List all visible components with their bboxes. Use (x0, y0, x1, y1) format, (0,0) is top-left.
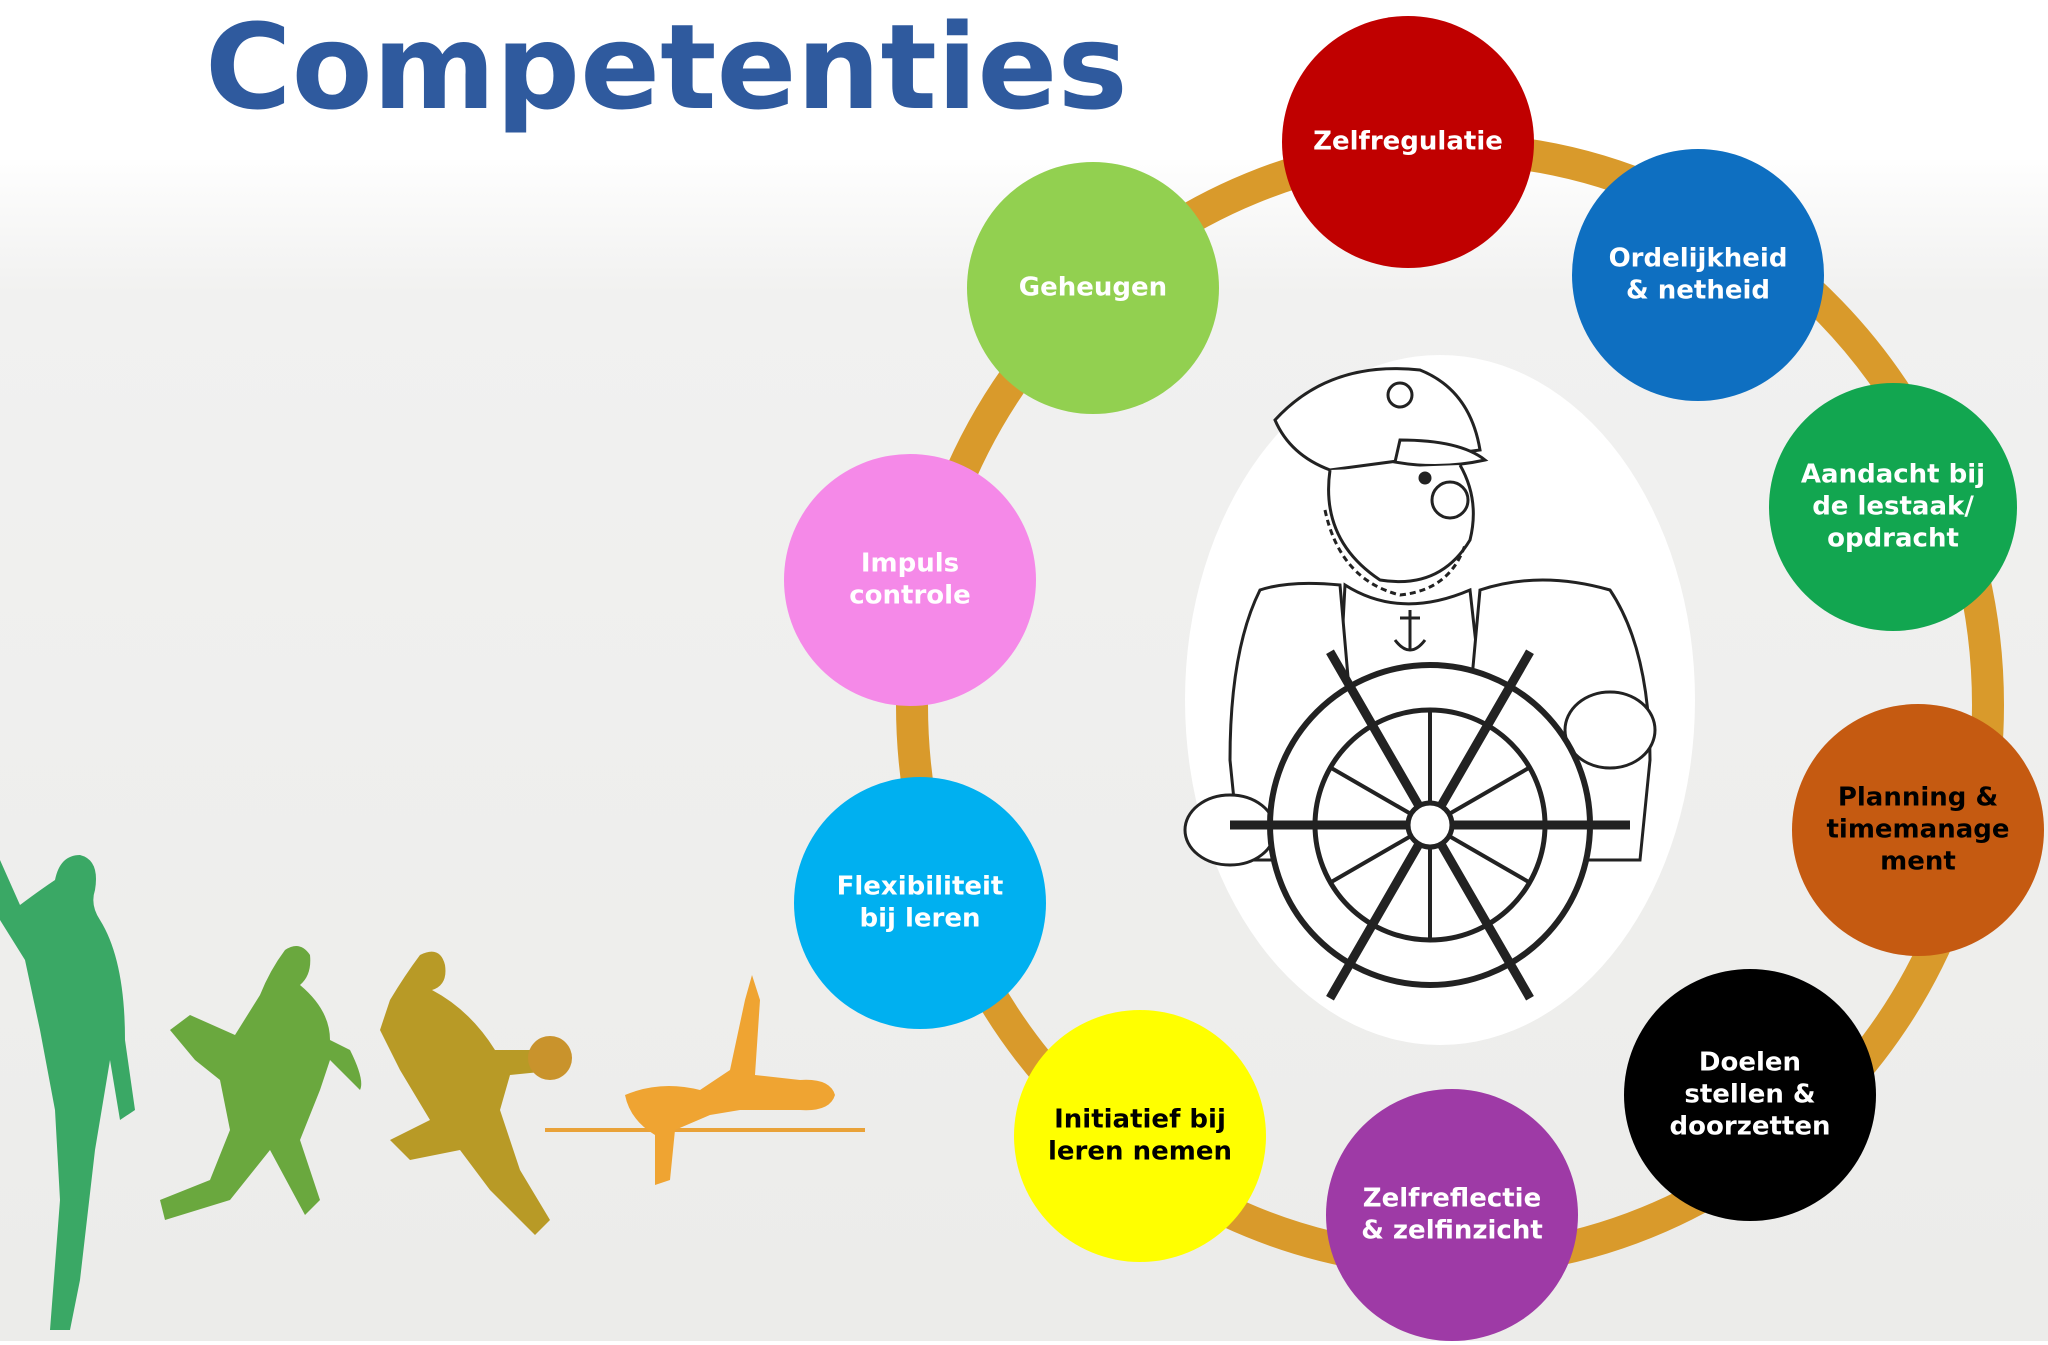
basketball (528, 1036, 572, 1080)
captain-illustration (1183, 355, 1695, 1045)
competency-label: Initiatief bij (1054, 1105, 1226, 1135)
wheel-spoke (1329, 765, 1412, 816)
captain-left-hand (1183, 793, 1277, 867)
competency-node-zelfreflectie: Zelfreflectie& zelfinzicht (1326, 1089, 1578, 1341)
wheel-spoke (1437, 841, 1534, 1001)
competency-circle (1769, 383, 2017, 631)
competency-label: Doelen (1699, 1048, 1801, 1078)
competency-label: Impuls (861, 549, 959, 579)
athlete-standing (0, 855, 135, 1330)
captain-right-hand (1563, 690, 1657, 770)
competency-label: Zelfregulatie (1313, 127, 1503, 157)
competency-circle (1282, 16, 1534, 268)
competency-label: Ordelijkheid (1609, 244, 1788, 274)
competency-circle (1014, 1010, 1266, 1262)
wheel-spoke (1448, 834, 1531, 885)
competency-label: & zelfinzicht (1361, 1216, 1543, 1246)
competency-label: doorzetten (1670, 1112, 1831, 1142)
cap-badge (1386, 381, 1414, 409)
athlete-running (160, 946, 362, 1220)
anchor-emblem (1393, 610, 1427, 652)
wheel-spoke (1448, 765, 1531, 816)
competency-label: Geheugen (1019, 273, 1167, 303)
competency-label: Zelfreflectie (1363, 1184, 1541, 1214)
cap-visor (1393, 438, 1489, 468)
competency-node-zelfregulatie: Zelfregulatie (1282, 16, 1534, 268)
page-title: Competenties (205, 0, 1128, 136)
competency-circle (1624, 969, 1876, 1221)
competency-circle (1572, 149, 1824, 401)
competency-label: leren nemen (1048, 1137, 1232, 1167)
competency-node-geheugen: Geheugen (967, 162, 1219, 414)
competency-label: & netheid (1626, 276, 1770, 306)
wheel-spoke (1326, 841, 1423, 1001)
competency-label: Aandacht bij (1801, 460, 1985, 490)
wheel-spoke (1326, 649, 1423, 809)
captain-nose (1430, 480, 1470, 520)
competency-circle (784, 454, 1036, 706)
competency-label: Planning & (1838, 783, 1998, 813)
wheel-spoke (1329, 834, 1412, 885)
competency-label: controle (849, 581, 970, 611)
competency-label: bij leren (860, 904, 981, 934)
athlete-basketball (380, 951, 560, 1235)
competency-label: de lestaak/ (1812, 492, 1974, 522)
competency-label: timemanage (1826, 815, 2009, 845)
competency-node-ordelijkheid: Ordelijkheid& netheid (1572, 149, 1824, 401)
competency-circle (794, 777, 1046, 1029)
competency-label: ment (1880, 847, 1956, 877)
title-band (0, 0, 2048, 160)
competency-circle (1792, 704, 2044, 956)
athlete-silhouettes (0, 855, 865, 1330)
competency-label: stellen & (1684, 1080, 1815, 1110)
steering-wheel (1230, 649, 1630, 1001)
competency-circle (1326, 1089, 1578, 1341)
competency-circle (967, 162, 1219, 414)
competency-label: Flexibiliteit (837, 872, 1004, 902)
wheel-spoke (1437, 649, 1534, 809)
captain-eye (1418, 471, 1432, 485)
competency-label: opdracht (1827, 524, 1959, 554)
captain-beard (1323, 509, 1467, 597)
athlete-high-jump (625, 975, 835, 1185)
